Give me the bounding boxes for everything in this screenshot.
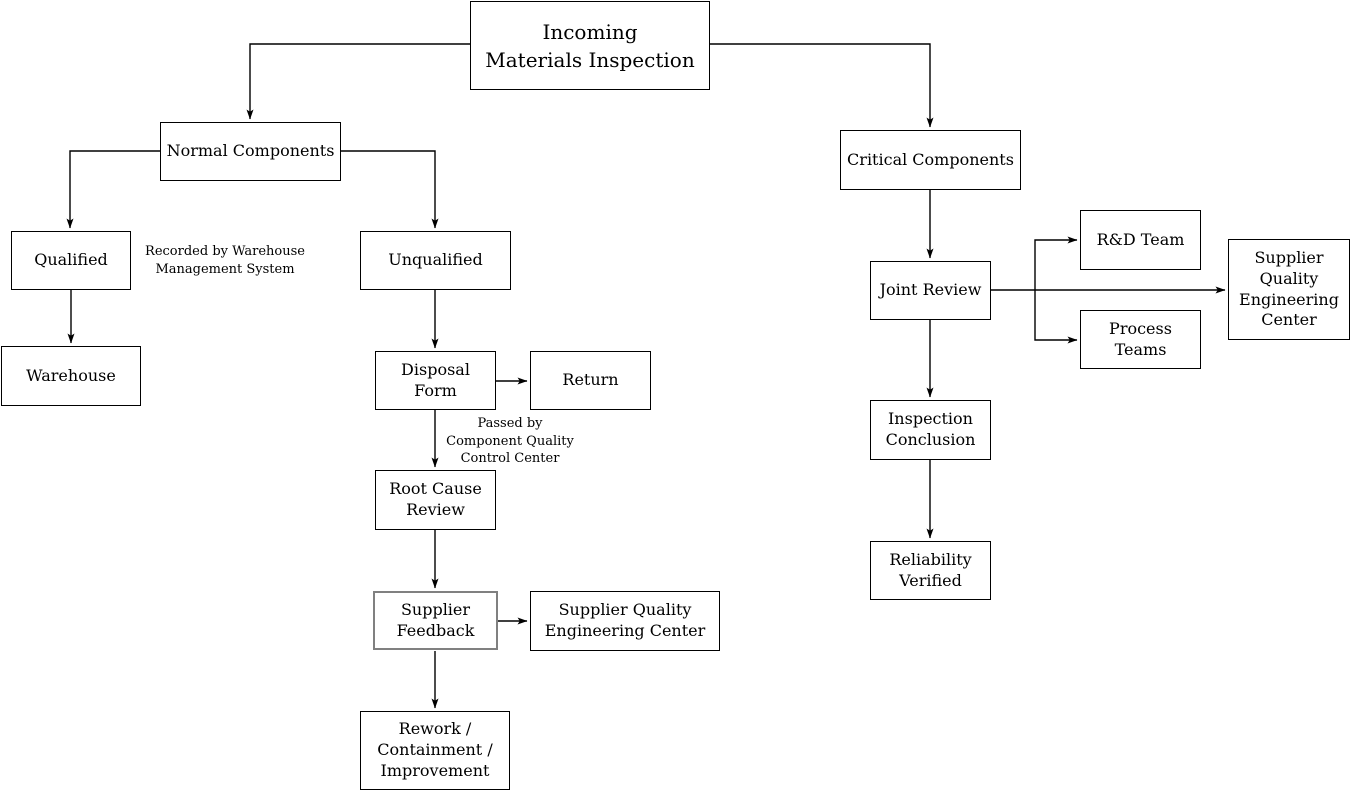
edge-normal-to-qualified	[66, 150, 160, 229]
node-reliability-verified: Reliability Verified	[870, 541, 991, 600]
node-supplier-feedback: Supplier Feedback	[373, 591, 498, 650]
node-supplier-quality-engineering-center-mid: Supplier Quality Engineering Center	[530, 591, 720, 651]
edge-joint-review-to-process-teams	[1034, 290, 1078, 344]
node-joint-review: Joint Review	[870, 261, 991, 320]
edge-incoming-to-normal	[246, 43, 470, 120]
node-warehouse: Warehouse	[1, 346, 141, 406]
node-inspection-conclusion: Inspection Conclusion	[870, 400, 991, 460]
node-disposal-form: Disposal Form	[375, 351, 496, 410]
node-return: Return	[530, 351, 651, 410]
node-qualified: Qualified	[11, 231, 131, 290]
edge-joint-review-to-rd-team	[1034, 236, 1078, 290]
node-rework-containment-improvement: Rework / Containment / Improvement	[360, 711, 510, 790]
node-supplier-quality-engineering-center-right: Supplier Quality Engineering Center	[1228, 239, 1350, 340]
node-normal-components: Normal Components	[160, 122, 341, 181]
node-incoming-materials-inspection: Incoming Materials Inspection	[470, 1, 710, 90]
node-process-teams: Process Teams	[1080, 310, 1201, 369]
node-critical-components: Critical Components	[840, 130, 1021, 190]
node-rd-team: R&D Team	[1080, 210, 1201, 270]
annotation-recorded-by-warehouse: Recorded by Warehouse Management System	[145, 244, 305, 277]
node-unqualified: Unqualified	[360, 231, 511, 290]
edge-incoming-to-critical	[710, 43, 934, 128]
annotation-passed-by-cqcc: Passed by Component Quality Control Cent…	[446, 416, 574, 467]
edge-normal-to-unqualified	[341, 150, 439, 229]
node-root-cause-review: Root Cause Review	[375, 470, 496, 530]
